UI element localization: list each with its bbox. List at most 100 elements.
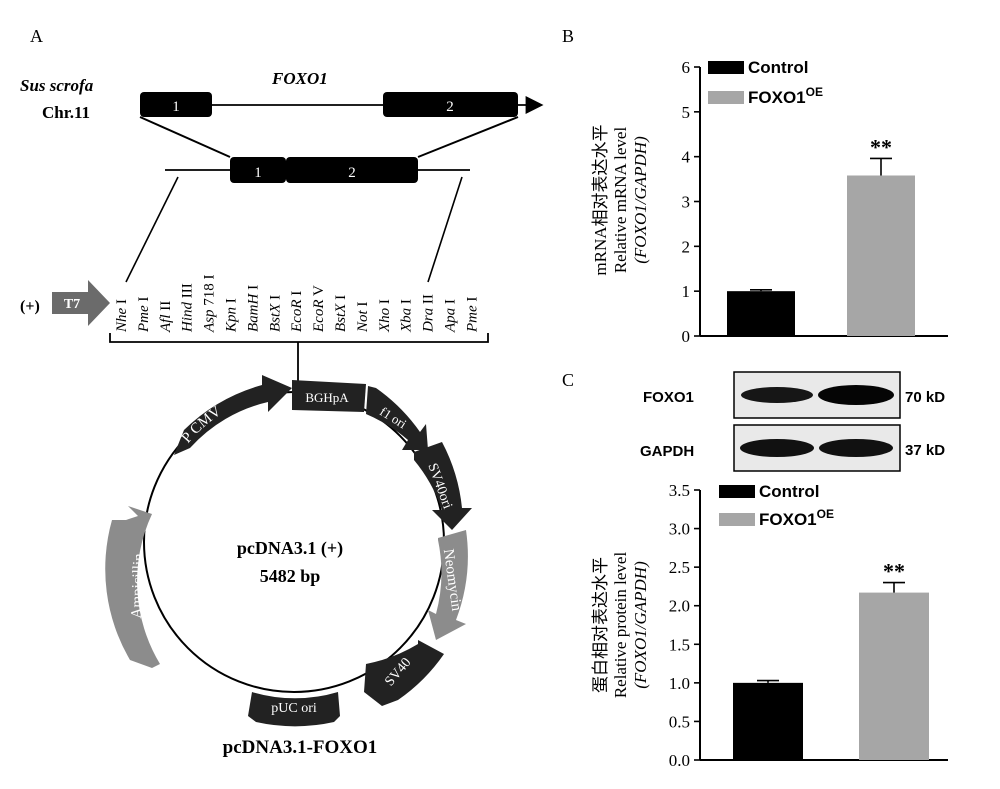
chromosome-label: Chr.11 [42,103,90,122]
pcmv-label: P CMV [179,403,225,446]
y-tick-label: 3.0 [669,520,690,539]
mcs-site-name: Nhe [114,307,130,333]
mcs-site-name: Hind [180,302,196,334]
y-axis-label-line-1: mRNA相对表达水平 [591,124,610,275]
mcs-site-number: I [464,297,480,306]
plasmid-size: 5482 bp [260,566,321,586]
cdna-exon-2 [286,157,418,183]
neomycin-feature [428,530,468,640]
plasmid-name: pcDNA3.1 (+) [237,538,343,559]
blot-size-1: 70 kD [905,389,945,406]
blot-band-foxo1-oe [818,385,894,405]
mcs-site-number: I [377,299,393,308]
legend-swatch-1 [719,485,755,498]
mcs-site-number: II [421,294,437,308]
exon-2-label: 2 [446,99,454,115]
mcs-site-7: BamH I [245,285,261,332]
y-tick-label: 1 [682,282,691,301]
mcs-site-8: BstX I [267,295,283,332]
mcs-site-name: Not [355,309,371,333]
chart-c: 0.00.51.01.52.02.53.03.5**ControlFOXO1OE… [591,481,948,770]
bar-1 [727,291,795,336]
mcs-site-9: EcoR I [289,291,305,333]
t7-promoter-arrow [52,280,110,326]
legend-label-sup: OE [817,507,834,521]
f1ori-feature [366,386,428,450]
mcs-site-1: Nhe I [114,299,130,333]
mcs-site-name: BstX [333,303,349,332]
cdna-exon-2-label: 2 [348,165,356,181]
bar-1 [733,682,803,760]
legend-label-main: Control [759,482,819,501]
mcs-site-14: Xba I [399,299,415,333]
y-tick-label: 1.0 [669,674,690,693]
mcs-site-name: Xba [399,308,415,333]
puc-label: pUC ori [271,701,317,716]
mcs-site-6: Kpn I [224,298,240,333]
legend-swatch-1 [708,61,744,74]
mcs-site-name: Afl [158,315,174,334]
blot-band-gapdh-control [740,439,814,457]
y-tick-label: 2 [682,237,691,256]
y-tick-label: 1.5 [669,635,690,654]
insert-line-left [125,176,179,283]
legend-swatch-2 [708,91,744,104]
mcs-site-4: Hind III [180,283,196,333]
legend-label-sup: OE [806,85,823,99]
y-axis-label-line-2: Relative mRNA level [611,127,630,274]
blot-band-foxo1-control [741,387,813,403]
sv40ori-feature [414,442,472,530]
mcs-site-number: III [180,283,196,302]
exon-1-label: 1 [172,99,180,115]
panel-c-label: C [562,370,574,390]
mcs-site-name: Apa [443,308,459,333]
mcs-site-number: I [399,299,415,308]
mcs-site-3: Afl II [158,301,174,333]
panel-a-label: A [30,26,43,46]
t7-label: T7 [64,297,80,312]
significance-mark: ** [883,559,905,584]
legend-label-main: FOXO1 [759,510,817,529]
plasmid-caption: pcDNA3.1-FOXO1 [223,737,378,758]
exon-2 [383,92,518,117]
mcs-site-11: BstX I [333,295,349,332]
mcs-site-name: Pme [136,305,152,333]
significance-mark: ** [870,134,892,159]
y-tick-label: 3.5 [669,481,690,500]
gene-name: FOXO1 [271,69,328,88]
puc-feature [248,692,340,727]
y-axis-label-line-2: Relative protein level [611,552,630,699]
mcs-site-name: EcoR [289,300,305,333]
legend-swatch-2 [719,513,755,526]
splice-line-left [139,116,231,158]
mcs-site-number: I [355,302,371,311]
sv40-feature [364,640,444,706]
mcs-site-10: EcoR V [311,285,327,333]
mcs-site-number: 718 I [202,275,218,310]
mcs-site-15: Dra II [421,294,437,333]
mcs-site-name: Asp [202,309,218,333]
mcs-site-number: I [289,291,305,300]
y-axis-label-line-3: (FOXO1/GAPDH) [631,561,650,689]
blot-band-gapdh-oe [819,439,893,457]
legend-label-main: FOXO1 [748,88,806,107]
mcs-site-number: V [311,285,327,299]
legend-label-main: Control [748,58,808,77]
mcs-site-name: Pme [464,305,480,333]
legend-label-1: Control [759,482,819,501]
strand-label: (+) [20,298,40,315]
ampicillin-feature [105,506,160,668]
y-tick-label: 6 [682,58,691,77]
mcs-site-13: Xho I [377,299,393,333]
legend-label-1: Control [748,58,808,77]
y-tick-label: 3 [682,193,691,212]
legend-label-2: FOXO1OE [748,85,823,107]
exon-1 [140,92,212,117]
mcs-site-number: I [114,299,130,308]
mcs-site-number: I [224,298,240,307]
mcs-bracket [109,333,489,343]
y-tick-label: 2.5 [669,558,690,577]
